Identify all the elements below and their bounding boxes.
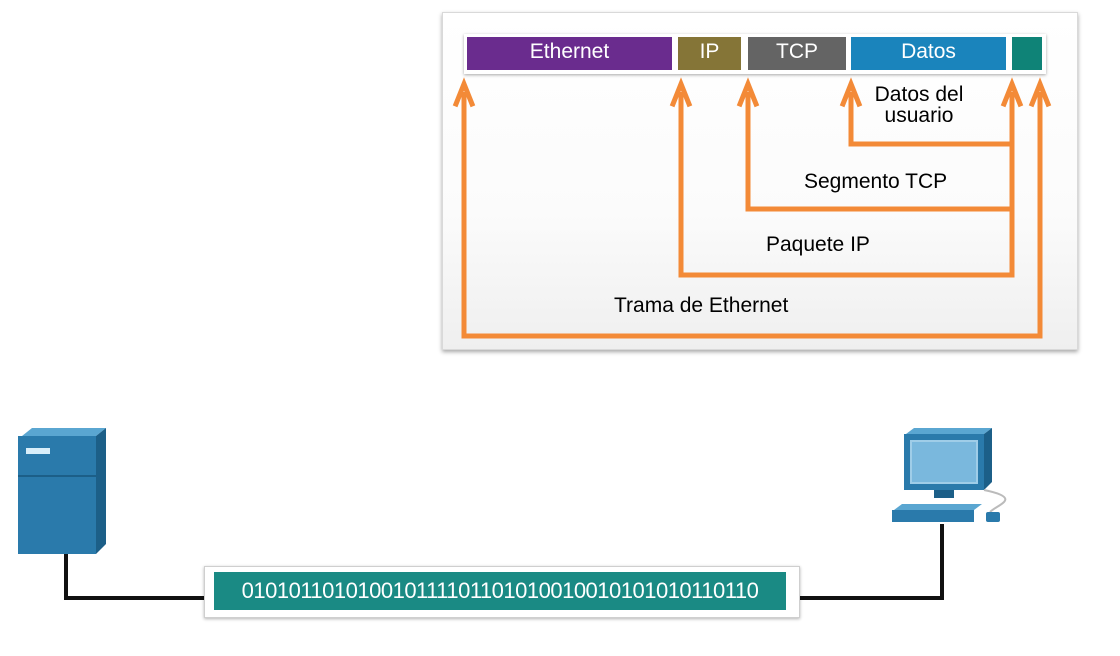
field-trailer [1012, 37, 1042, 70]
field-ethernet: Ethernet [467, 37, 672, 70]
label-tcp-segment: Segmento TCP [804, 170, 948, 193]
wire-pc-down [940, 524, 944, 600]
field-datos: Datos [851, 37, 1006, 70]
wire-server-down [64, 552, 68, 600]
field-ip: IP [678, 37, 741, 70]
server-icon [16, 428, 110, 556]
wire-bits-to-pc [798, 596, 944, 600]
desktop-computer-icon [890, 428, 1014, 528]
label-user-data: Datos del usuario [874, 83, 964, 127]
field-tcp: TCP [748, 37, 846, 70]
bitstream: 0101011010100101111011010100100101010101… [214, 572, 786, 610]
wire-server-to-bits [64, 596, 206, 600]
label-ethernet-frame: Trama de Ethernet [614, 294, 789, 317]
label-ip-packet: Paquete IP [766, 233, 870, 256]
